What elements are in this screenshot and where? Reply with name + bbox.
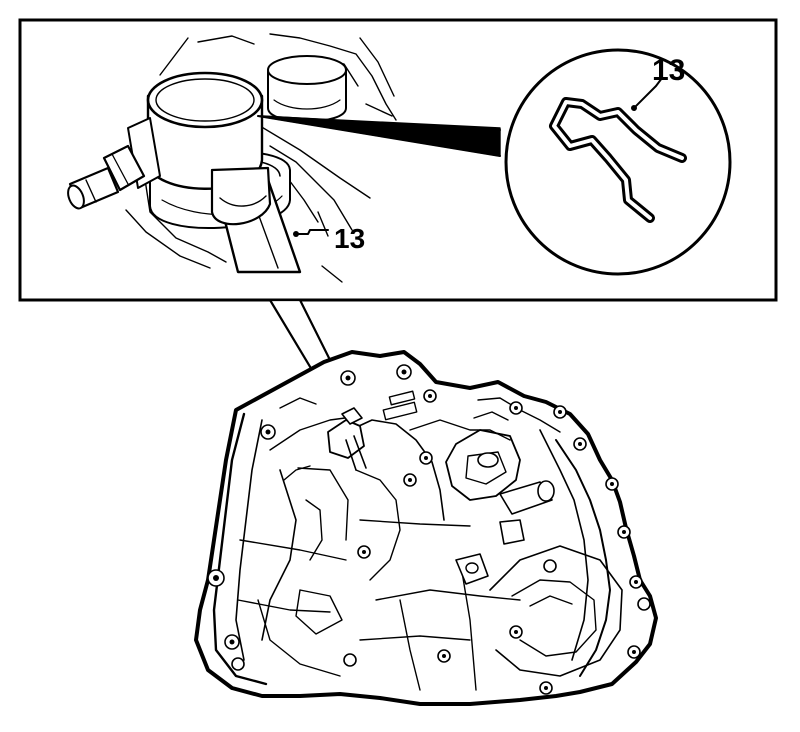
transmission-bolts bbox=[207, 364, 651, 695]
clip-detail-circle bbox=[504, 48, 732, 276]
transmission-assembly bbox=[194, 350, 658, 706]
inset-round-boss bbox=[267, 55, 347, 123]
detail-clip-label: 13 bbox=[652, 54, 685, 87]
inset-hose-fitting bbox=[67, 71, 272, 226]
hose-clip-callout: 13 bbox=[293, 223, 365, 254]
inset-housing-background bbox=[125, 33, 397, 283]
hose-clip-label: 13 bbox=[334, 223, 365, 254]
detail-inset: 13 13 bbox=[18, 18, 778, 302]
